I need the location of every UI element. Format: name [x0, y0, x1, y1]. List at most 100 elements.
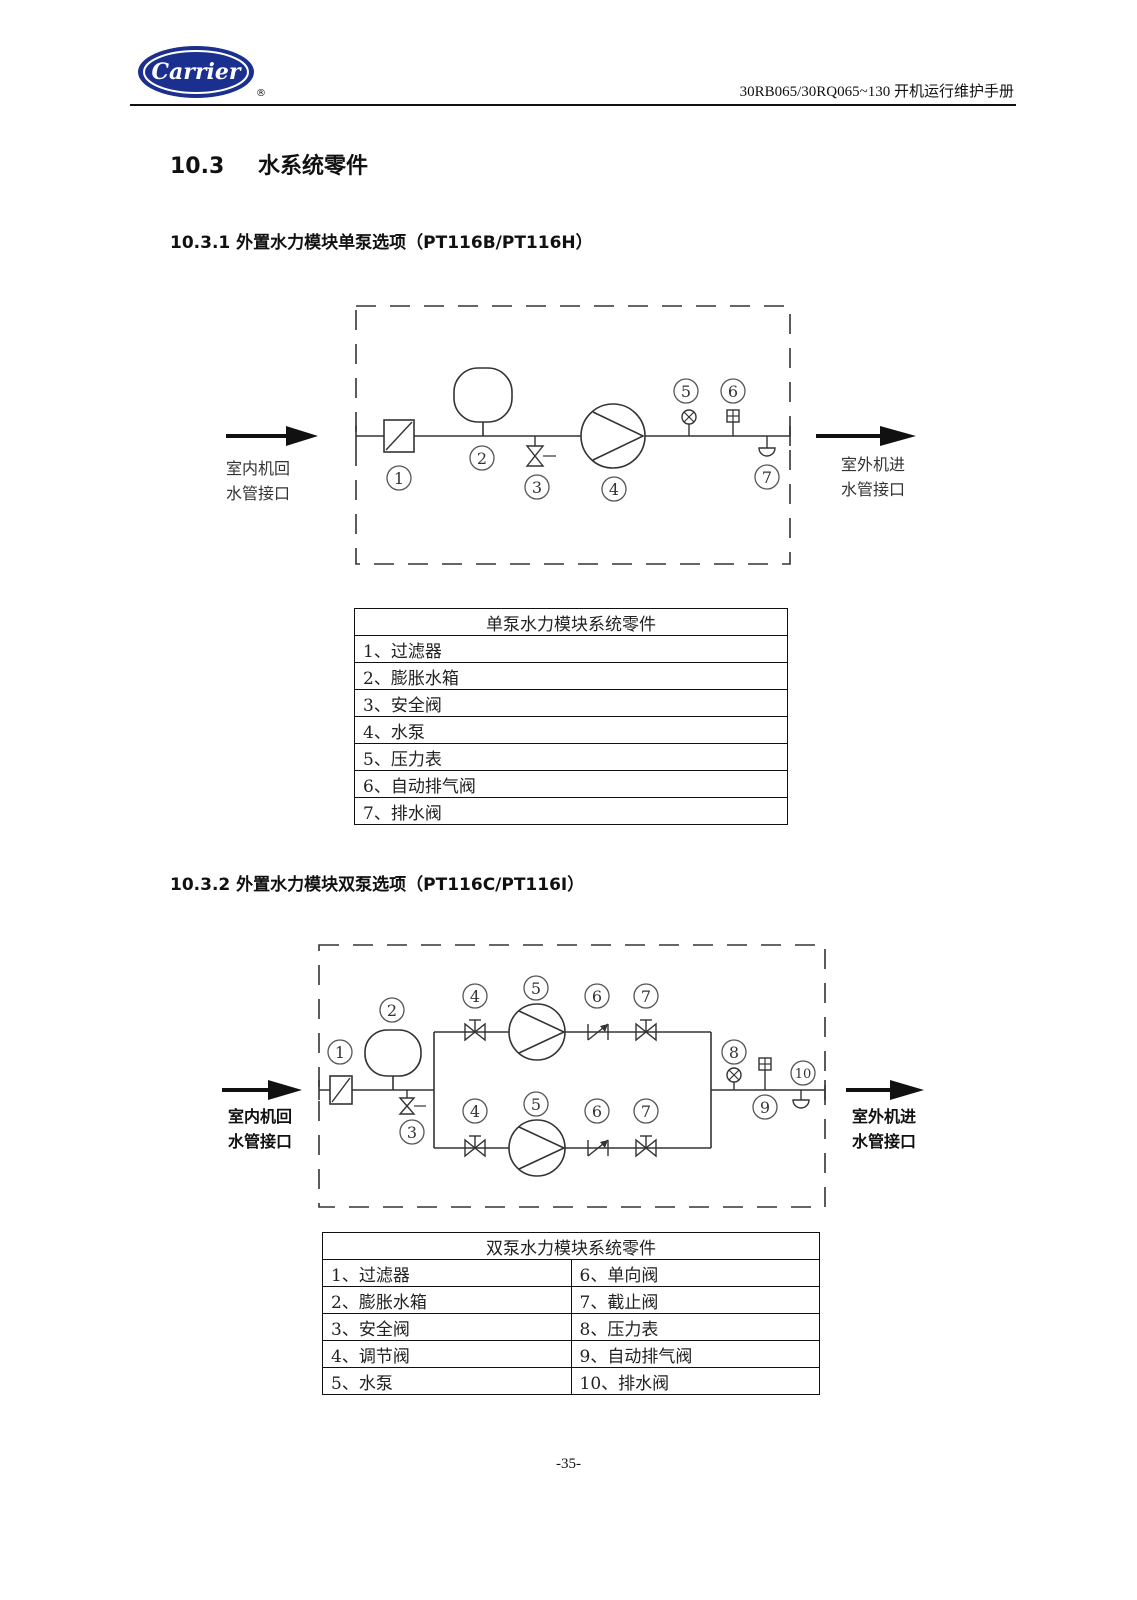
label-circle-1: 1	[386, 465, 412, 491]
svg-text:7: 7	[641, 1102, 651, 1121]
stop-valve-upper	[635, 1019, 657, 1042]
table-row: 6、自动排气阀	[354, 770, 788, 798]
inlet-label-line2: 水管接口	[228, 1132, 292, 1151]
svg-text:7: 7	[762, 468, 772, 487]
section-number: 10.3	[170, 154, 225, 179]
table-cell: 3、安全阀	[322, 1313, 572, 1341]
label-circle-7: 7	[754, 464, 780, 490]
table-cell: 7、截止阀	[570, 1286, 820, 1314]
regulating-valve-lower	[464, 1135, 486, 1158]
filter-symbol	[329, 1075, 353, 1105]
page-number: -35-	[556, 1456, 581, 1472]
label-circle-3: 3	[524, 474, 550, 500]
label-circle-5: 5	[673, 378, 699, 404]
svg-text:5: 5	[531, 1095, 541, 1114]
svg-text:2: 2	[387, 1001, 397, 1020]
subsection-heading-single-pump: 10.3.1 外置水力模块单泵选项（PT116B/PT116H）	[170, 233, 593, 253]
table-cell: 6、单向阀	[570, 1259, 820, 1287]
svg-text:9: 9	[760, 1098, 770, 1117]
table-cell: 10、排水阀	[570, 1367, 820, 1395]
module-boundary	[355, 305, 791, 565]
table-row: 3、安全阀	[354, 689, 788, 717]
inlet-label-line1: 室内机回	[228, 1107, 292, 1126]
inlet-label-line1: 室内机回	[226, 459, 290, 478]
safety-valve-symbol	[525, 436, 556, 467]
svg-text:4: 4	[470, 1102, 480, 1121]
safety-valve-symbol	[398, 1090, 426, 1115]
table-row: 7、排水阀	[354, 797, 788, 825]
drain-valve-symbol	[792, 1090, 810, 1109]
air-vent-symbol	[758, 1057, 772, 1090]
svg-text:4: 4	[609, 480, 619, 499]
check-valve-lower	[587, 1139, 609, 1157]
single-pump-diagram: 1 2 3 4 5 6 7 室内机回 水管接口 室外机进 水管接口	[226, 305, 916, 565]
pressure-gauge-symbol	[726, 1067, 742, 1090]
regulating-valve-upper	[464, 1019, 486, 1042]
header-title: 30RB065/30RQ065~130 开机运行维护手册	[739, 84, 1014, 100]
table-row: 4、水泵	[354, 716, 788, 744]
svg-text:6: 6	[728, 382, 738, 401]
table-title: 单泵水力模块系统零件	[354, 608, 788, 636]
svg-text:5: 5	[681, 382, 691, 401]
table-row: 5、压力表	[354, 743, 788, 771]
svg-text:7: 7	[641, 987, 651, 1006]
inlet-arrow	[226, 426, 318, 446]
label-circle-4-upper: 4	[462, 983, 488, 1009]
label-circle-7-lower: 7	[633, 1098, 659, 1124]
svg-text:3: 3	[532, 478, 542, 497]
table-cell: 1、过滤器	[322, 1259, 572, 1287]
single-pump-parts-table: 单泵水力模块系统零件 1、过滤器 2、膨胀水箱 3、安全阀 4、水泵 5、压力表…	[354, 608, 788, 825]
stop-valve-lower	[635, 1135, 657, 1158]
inlet-label-line2: 水管接口	[226, 484, 290, 503]
table-cell: 2、膨胀水箱	[322, 1286, 572, 1314]
label-circle-8: 8	[721, 1039, 747, 1065]
logo-text: Carrier	[152, 59, 242, 85]
dual-pump-diagram: 1 2 3 4 5 6 7 4 5 6 7 8 9 10 室内机回 水管接口 室…	[222, 944, 924, 1208]
table-cell: 9、自动排气阀	[570, 1340, 820, 1368]
label-circle-4: 4	[601, 476, 627, 502]
svg-text:2: 2	[477, 449, 487, 468]
expansion-tank-symbol	[453, 367, 513, 436]
header-divider	[130, 104, 1016, 106]
table-title: 双泵水力模块系统零件	[322, 1232, 820, 1260]
outlet-arrow	[846, 1080, 924, 1100]
svg-text:5: 5	[531, 979, 541, 998]
label-circle-6-upper: 6	[584, 983, 610, 1009]
label-circle-9: 9	[752, 1094, 778, 1120]
svg-text:6: 6	[592, 987, 602, 1006]
svg-text:8: 8	[729, 1043, 739, 1062]
inlet-arrow	[222, 1080, 302, 1100]
label-circle-5-lower: 5	[523, 1091, 549, 1117]
table-row: 2、膨胀水箱	[354, 662, 788, 690]
table-cell: 4、调节阀	[322, 1340, 572, 1368]
outlet-label-line1: 室外机进	[841, 455, 905, 474]
label-circle-6: 6	[720, 378, 746, 404]
svg-text:10: 10	[795, 1067, 812, 1082]
expansion-tank-symbol	[364, 1029, 422, 1090]
pump-symbol	[580, 403, 646, 469]
subsection-heading-dual-pump: 10.3.2 外置水力模块双泵选项（PT116C/PT116I）	[170, 875, 585, 895]
outlet-arrow	[816, 426, 916, 446]
registered-mark: ®	[256, 88, 266, 99]
drain-valve-symbol	[758, 436, 776, 457]
table-row: 1、过滤器	[354, 635, 788, 663]
label-circle-5-upper: 5	[523, 975, 549, 1001]
check-valve-upper	[587, 1023, 609, 1041]
svg-text:3: 3	[407, 1123, 417, 1142]
label-circle-4-lower: 4	[462, 1098, 488, 1124]
table-cell: 5、水泵	[322, 1367, 572, 1395]
svg-text:1: 1	[335, 1043, 345, 1062]
label-circle-2: 2	[469, 445, 495, 471]
module-boundary	[318, 944, 826, 1208]
pump-lower	[508, 1119, 566, 1177]
label-circle-6-lower: 6	[584, 1098, 610, 1124]
label-circle-10: 10	[790, 1060, 816, 1086]
pressure-gauge-symbol	[681, 409, 697, 436]
svg-text:6: 6	[592, 1102, 602, 1121]
